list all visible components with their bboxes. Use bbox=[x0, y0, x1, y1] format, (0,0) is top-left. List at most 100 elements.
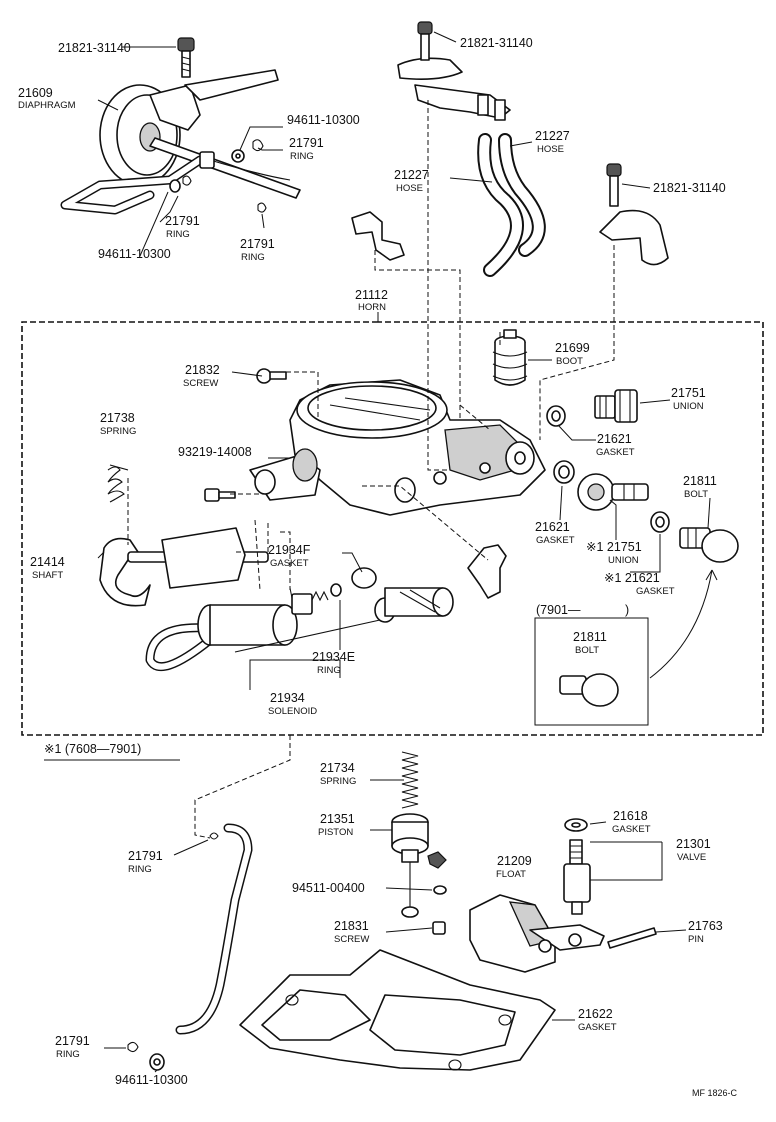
label-21621-b-name: GASKET bbox=[536, 535, 575, 546]
label-21811-inset-pn: 21811 bbox=[573, 630, 607, 644]
piston-21351 bbox=[391, 813, 447, 918]
label-21934-name: SOLENOID bbox=[268, 706, 317, 717]
label-21791-lower-b-pn: 21791 bbox=[55, 1034, 90, 1048]
label-94511-pn: 94511-00400 bbox=[292, 881, 365, 895]
label-21791-mid-right-pn: 21791 bbox=[240, 237, 275, 251]
part-labels: 21821-31140 21609 DIAPHRAGM 94611-10300 … bbox=[18, 36, 738, 1098]
label-21618-name: GASKET bbox=[612, 824, 651, 835]
gasket-21622 bbox=[239, 949, 556, 1071]
label-21791-lower-a-name: RING bbox=[128, 864, 152, 875]
union-lower bbox=[577, 473, 649, 511]
label-21351-pn: 21351 bbox=[320, 812, 355, 826]
label-21832-name: SCREW bbox=[183, 378, 218, 389]
label-21791-upper-name: RING bbox=[290, 151, 314, 162]
label-21791-lower-a-pn: 21791 bbox=[128, 849, 163, 863]
float-21209 bbox=[469, 894, 605, 973]
label-21621-b-pn: 21621 bbox=[535, 520, 570, 534]
label-21934f-pn: 21934F bbox=[268, 543, 311, 557]
label-21609-pn: 21609 bbox=[18, 86, 53, 100]
label-93219-pn: 93219-14008 bbox=[178, 445, 252, 459]
label-21811-name: BOLT bbox=[684, 489, 708, 500]
spring-21738 bbox=[107, 464, 129, 503]
label-21112-name: HORN bbox=[358, 302, 386, 313]
label-21821-top-center-pn: 21821-31140 bbox=[460, 36, 533, 50]
bracket-21934 bbox=[467, 544, 507, 599]
bolt-21811 bbox=[679, 527, 739, 563]
label-21751-upper-name: UNION bbox=[673, 401, 704, 412]
spring-21734 bbox=[401, 751, 419, 809]
label-21934e-name: RING bbox=[317, 665, 341, 676]
carburetor-body bbox=[249, 379, 546, 516]
diaphragm-part bbox=[60, 69, 301, 215]
ring-washer-lower bbox=[127, 1041, 165, 1071]
label-21751-upper-pn: 21751 bbox=[671, 386, 706, 400]
label-21351-name: PISTON bbox=[318, 827, 353, 838]
clip-94511 bbox=[433, 885, 447, 895]
label-21301-name: VALVE bbox=[677, 852, 706, 863]
label-21622-pn: 21622 bbox=[578, 1007, 613, 1021]
boot-21699 bbox=[492, 329, 528, 386]
label-21621-a-name: GASKET bbox=[596, 447, 635, 458]
label-21414-name: SHAFT bbox=[32, 570, 63, 581]
label-21621-c-name: GASKET bbox=[636, 586, 675, 597]
label-21227-left-pn: 21227 bbox=[394, 168, 429, 182]
label-21832-pn: 21832 bbox=[185, 363, 220, 377]
label-21811-pn: 21811 bbox=[683, 474, 717, 488]
union-upper bbox=[594, 389, 638, 423]
label-21227-left-name: HOSE bbox=[396, 183, 423, 194]
label-21791-mid-left-name: RING bbox=[166, 229, 190, 240]
label-21751-lower-pn: ※1 21751 bbox=[586, 540, 642, 554]
label-21227-right-name: HOSE bbox=[537, 144, 564, 155]
label-94611-upper-pn: 94611-10300 bbox=[287, 113, 360, 127]
label-21699-name: BOOT bbox=[556, 356, 583, 367]
shaft-21414 bbox=[99, 527, 269, 607]
label-21934-pn: 21934 bbox=[270, 691, 305, 705]
label-21791-mid-left-pn: 21791 bbox=[165, 214, 200, 228]
label-94611-lower-pn: 94611-10300 bbox=[115, 1073, 188, 1087]
label-21821-right-pn: 21821-31140 bbox=[653, 181, 726, 195]
label-21831-pn: 21831 bbox=[334, 919, 369, 933]
leader-lines bbox=[97, 31, 711, 1073]
label-21763-name: PIN bbox=[688, 934, 704, 945]
screw-21831 bbox=[432, 921, 446, 935]
screw-21832 bbox=[256, 368, 287, 384]
label-21791-upper-pn: 21791 bbox=[289, 136, 324, 150]
dashed-assembly-lines bbox=[127, 100, 615, 839]
label-21209-name: FLOAT bbox=[496, 869, 526, 880]
fuel-pipe-lower bbox=[175, 823, 253, 1035]
assembly-frame bbox=[21, 312, 764, 736]
label-21618-pn: 21618 bbox=[613, 809, 648, 823]
horn-bracket bbox=[351, 211, 405, 261]
label-21934e-pn: 21934E bbox=[312, 650, 355, 664]
label-21209-pn: 21209 bbox=[497, 854, 532, 868]
label-94611-mid-left-pn: 94611-10300 bbox=[98, 247, 171, 261]
label-21699-pn: 21699 bbox=[555, 341, 590, 355]
label-21622-name: GASKET bbox=[578, 1022, 617, 1033]
label-21227-right-pn: 21227 bbox=[535, 129, 570, 143]
label-21811-inset-name: BOLT bbox=[575, 645, 599, 656]
label-21821-top-left-pn: 21821-31140 bbox=[58, 41, 131, 55]
label-21751-lower-name: UNION bbox=[608, 555, 639, 566]
inset-range-end: ) bbox=[625, 603, 629, 617]
inset-bolt-7901 bbox=[534, 569, 718, 726]
label-21112-pn: 21112 bbox=[355, 288, 388, 302]
label-21934f-name: GASKET bbox=[270, 558, 309, 569]
label-21414-pn: 21414 bbox=[30, 555, 65, 569]
label-21738-name: SPRING bbox=[100, 426, 136, 437]
solenoid-21934 bbox=[145, 567, 454, 672]
label-21734-pn: 21734 bbox=[320, 761, 355, 775]
gaskets-21621 bbox=[546, 405, 670, 533]
washer-ring-upper bbox=[169, 139, 267, 213]
label-21609-name: DIAPHRAGM bbox=[18, 100, 76, 111]
screw-21821-top-left bbox=[177, 37, 195, 78]
drawing-code: MF 1826-C bbox=[692, 1088, 738, 1098]
valve-21301 bbox=[563, 818, 591, 915]
vacuum-bracket-part bbox=[397, 21, 511, 121]
label-21791-mid-right-name: RING bbox=[241, 252, 265, 263]
label-21831-name: SCREW bbox=[334, 934, 369, 945]
label-21738-pn: 21738 bbox=[100, 411, 135, 425]
label-21763-pn: 21763 bbox=[688, 919, 723, 933]
label-21791-lower-b-name: RING bbox=[56, 1049, 80, 1060]
label-21301-pn: 21301 bbox=[676, 837, 711, 851]
